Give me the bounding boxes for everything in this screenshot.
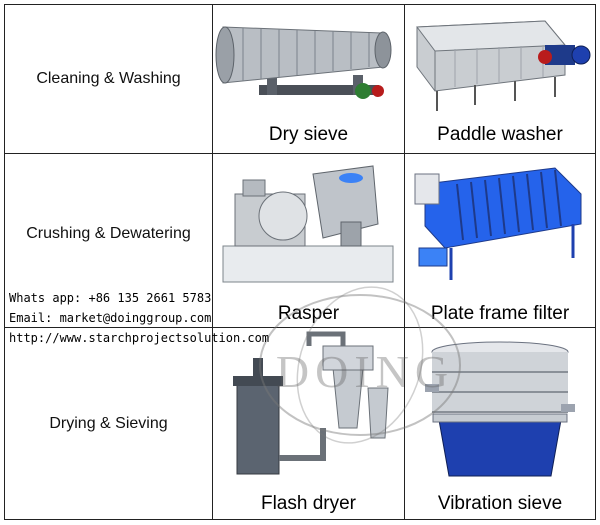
vibration-sieve-cell: Vibration sieve	[405, 328, 595, 519]
flash-dryer-cell: Flash dryer	[213, 328, 404, 519]
filter-press-image	[414, 167, 582, 280]
product-table	[4, 4, 596, 520]
contact-website-link[interactable]: http://www.starchprojectsolution.com	[9, 331, 270, 345]
contact-whatsapp: Whats app: +86 135 2661 5783	[9, 291, 212, 305]
machine-caption: Dry sieve	[268, 124, 349, 145]
machine-caption: Flash dryer	[260, 493, 357, 514]
category-cleaning-washing: Cleaning & Washing	[36, 70, 181, 87]
paddle-washer-image	[416, 20, 591, 111]
dry-sieve-cell: Dry sieve	[213, 5, 404, 153]
machine-caption: Paddle washer	[437, 124, 563, 145]
vibration-sieve-image	[425, 341, 575, 477]
category-drying-sieving: Drying & Sieving	[49, 414, 168, 432]
flash-dryer-image	[233, 331, 389, 475]
row-divider	[4, 327, 596, 328]
rasper-cell: Rasper	[213, 154, 404, 327]
rasper-image	[222, 165, 394, 283]
watermark-logo	[259, 286, 461, 444]
watermark-text: DOING	[275, 346, 455, 397]
machine-caption: Rasper	[277, 303, 340, 324]
filter-press-cell: Plate frame filter press	[405, 154, 595, 327]
column-divider	[404, 4, 405, 520]
machine-caption: Plate frame filter press	[430, 303, 570, 327]
machine-caption: Vibration sieve	[437, 493, 563, 514]
category-crushing-dewatering: Crushing & Dewatering	[26, 225, 191, 242]
row-divider	[4, 153, 596, 154]
paddle-washer-cell: Paddle washer	[405, 5, 595, 153]
column-divider	[212, 4, 213, 520]
contact-email: Email: market@doinggroup.com	[9, 311, 212, 325]
dry-sieve-image	[215, 26, 392, 99]
